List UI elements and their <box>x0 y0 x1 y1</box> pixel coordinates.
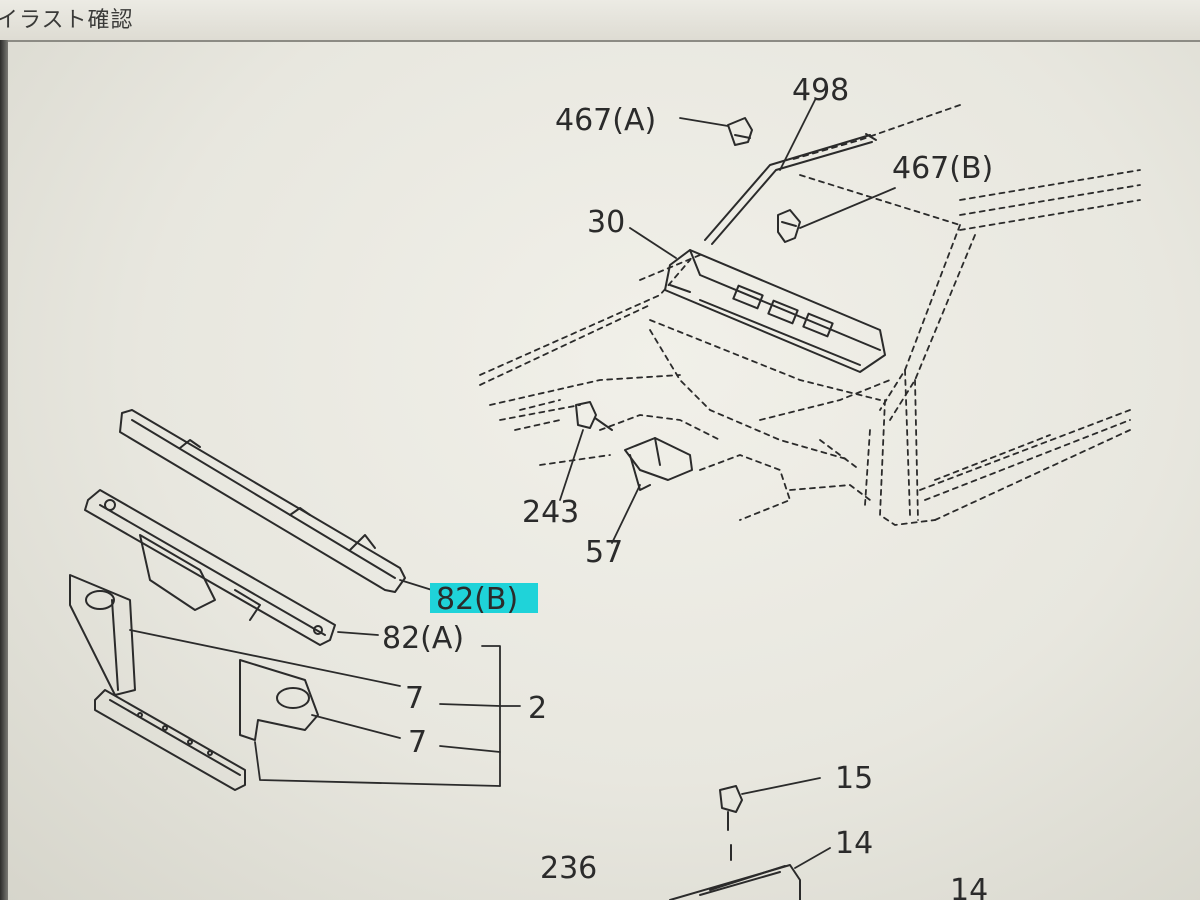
callout-7-upper: 7 <box>405 681 424 716</box>
part-82b-beam <box>119 409 406 593</box>
callout-labels: 467(A) 498 467(B) 30 243 57 82(B) 82(A) … <box>382 73 993 900</box>
part-14 <box>669 864 801 900</box>
part-30-panel <box>664 249 886 373</box>
part-15-bolt <box>719 785 743 861</box>
callout-236: 236 <box>540 851 597 886</box>
callout-82b: 82(B) <box>436 582 518 617</box>
window-title: イラスト確認 <box>0 8 134 33</box>
callout-15: 15 <box>835 761 873 796</box>
part-82a-rail <box>84 489 336 646</box>
callout-467a: 467(A) <box>555 103 656 138</box>
window-titlebar: イラスト確認 <box>0 0 1200 42</box>
part-243-bolt <box>575 401 613 431</box>
callout-14-upper: 14 <box>835 826 873 861</box>
part-467a-clip <box>727 117 753 146</box>
part-57-bracket <box>624 437 693 491</box>
callout-57: 57 <box>585 535 623 570</box>
callout-30: 30 <box>587 205 625 240</box>
part-lower-rail <box>94 689 246 791</box>
callout-2: 2 <box>528 691 547 726</box>
callout-82a: 82(A) <box>382 621 464 656</box>
leader-lines <box>129 99 896 869</box>
callout-243: 243 <box>522 495 579 530</box>
part-498-rod <box>704 133 877 245</box>
part-7-brace-lower <box>239 659 319 741</box>
callout-14-lower: 14 <box>950 873 988 900</box>
part-7-brace-upper <box>69 574 136 696</box>
body-phantom-outline <box>479 104 1141 526</box>
callout-498: 498 <box>792 73 849 108</box>
part-467b-clip <box>777 209 801 243</box>
monitor-bezel-edge <box>0 40 8 900</box>
callout-7-lower: 7 <box>408 725 427 760</box>
highlight-82b <box>430 583 538 613</box>
callout-467b: 467(B) <box>892 151 993 186</box>
